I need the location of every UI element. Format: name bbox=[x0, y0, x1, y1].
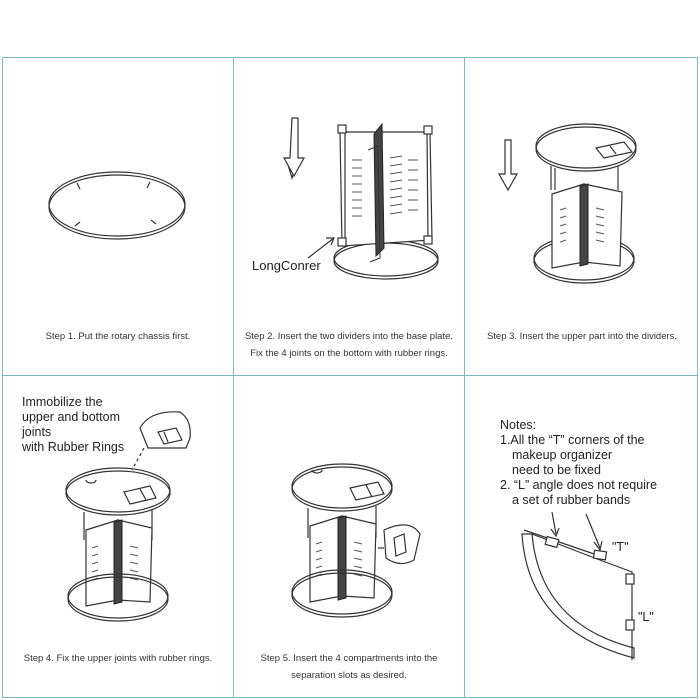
step-2-caption-line1: Step 2. Insert the two dividers into the… bbox=[244, 331, 454, 342]
step-5-caption-line2: separation slots as desired. bbox=[291, 670, 407, 681]
note-2-line2: a set of rubber bands bbox=[512, 493, 631, 507]
step-4-callout-line3: joints bbox=[22, 425, 52, 439]
step-4-caption: Step 4. Fix the upper joints with rubber… bbox=[23, 653, 213, 664]
step-5-caption-line1: Step 5. Insert the 4 compartments into t… bbox=[260, 653, 438, 664]
longconrer-label: LongConrer bbox=[252, 258, 321, 273]
step-2-caption-line2: Fix the 4 joints on the bottom with rubb… bbox=[250, 348, 448, 359]
step-3-caption: Step 3. Insert the upper part into the d… bbox=[486, 331, 678, 342]
step-5-compartments-illustration bbox=[291, 463, 421, 618]
step-3-upper-part-illustration bbox=[497, 123, 637, 284]
note-1-line1: 1.All the “T” corners of the bbox=[500, 433, 645, 447]
step-1-panel bbox=[2, 57, 234, 376]
corner-joints-illustration bbox=[521, 511, 635, 660]
note-1-line2: makeup organizer bbox=[512, 448, 613, 462]
step-1-chassis-illustration bbox=[48, 171, 186, 240]
notes-panel bbox=[464, 375, 698, 698]
step-4-callout-line4: with Rubber Rings bbox=[22, 440, 125, 454]
step-2-divider-illustration bbox=[282, 117, 439, 280]
note-1-line3: need to be fixed bbox=[512, 463, 601, 477]
step-4-rubber-ring-illustration bbox=[65, 411, 191, 622]
step-4-callout-line1: Immobilize the bbox=[22, 395, 103, 409]
l-angle-label: "L" bbox=[638, 610, 654, 624]
t-corner-label: "T" bbox=[612, 540, 629, 554]
notes-title: Notes: bbox=[500, 418, 537, 432]
step-1-caption: Step 1. Put the rotary chassis first. bbox=[45, 331, 191, 342]
step-4-callout-line2: upper and bottom bbox=[22, 410, 120, 424]
note-2-line1: 2. “L” angle does not require bbox=[500, 478, 658, 492]
